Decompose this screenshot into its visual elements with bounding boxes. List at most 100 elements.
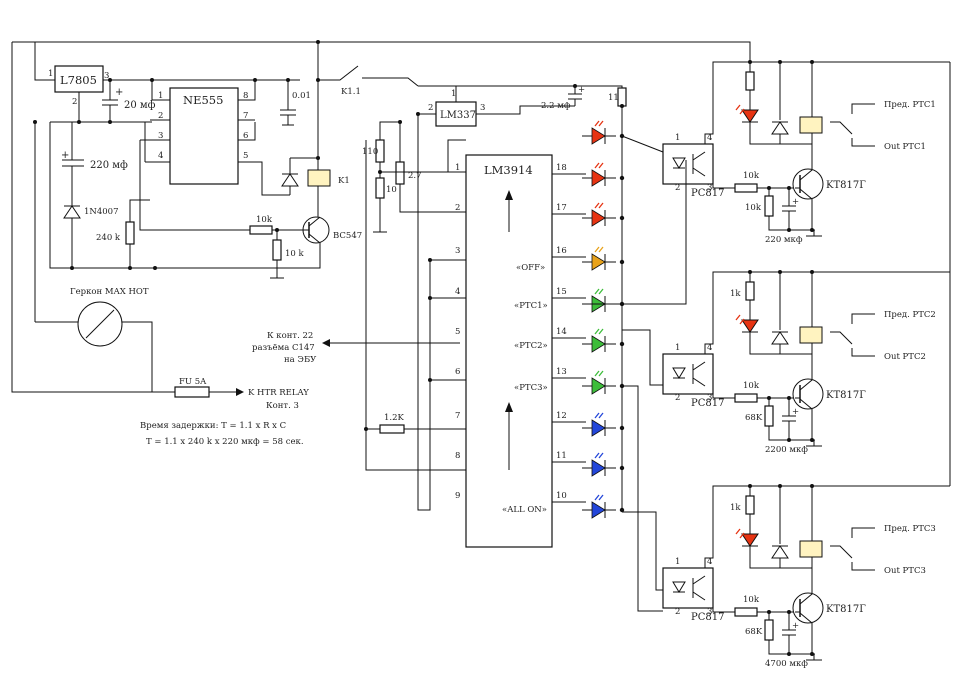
cap-plus-sign-2: + (61, 150, 69, 161)
output-label: Пред. PTC2 (884, 310, 936, 320)
cap-001-label: 0.01 (292, 91, 311, 101)
junction-dot (619, 425, 625, 431)
optocoupler (662, 567, 714, 609)
ne555-chip (169, 87, 239, 185)
junction-dot (787, 438, 791, 442)
ecu-label-3: на ЭБУ (284, 355, 317, 365)
junction-dot (364, 427, 368, 431)
junction-dot (787, 228, 791, 232)
resistor (734, 183, 758, 193)
resistor (734, 393, 758, 403)
junction-dot (620, 104, 624, 108)
lm337-label: LM337 (440, 110, 476, 121)
junction-dot (619, 259, 625, 265)
output-label: Пред. PTC1 (884, 100, 936, 110)
resistor (764, 405, 774, 427)
junction-dot (378, 170, 382, 174)
output-label: Пред. PTC3 (884, 524, 936, 534)
relay-coil (799, 326, 823, 344)
ne555-pin: 1 (158, 91, 163, 101)
lm3914-pin-left: 7 (455, 411, 460, 421)
junction-dot (108, 120, 112, 124)
junction-dot (150, 78, 154, 82)
channel-led (741, 533, 759, 547)
transistor-label: KT817Г (826, 390, 866, 401)
cap-label: 2200 мкф (765, 445, 808, 455)
junction-dot (108, 78, 112, 82)
r10-label: 10 (386, 185, 397, 195)
htr-contact-label: Конт. 3 (266, 401, 299, 411)
lm3914-pin-right: 18 (556, 163, 567, 173)
transistor-label: KT817Г (826, 180, 866, 191)
junction-dot (810, 228, 814, 232)
l7805-pin3: 3 (104, 71, 109, 81)
label-all-on: «ALL ON» (502, 505, 547, 515)
junction-dot (619, 341, 625, 347)
lm3914-pin-right: 10 (556, 491, 567, 501)
lm3914-pin-left: 1 (455, 163, 460, 173)
lm3914-label: LM3914 (484, 163, 533, 177)
l7805-label: L7805 (60, 73, 97, 87)
label-ptc3: «PTC3» (514, 383, 548, 393)
cap-plus-sign: + (792, 407, 799, 417)
ne555-pin: 4 (158, 151, 163, 161)
cap-label: 4700 мкф (765, 659, 808, 669)
output-label: Out PTC2 (884, 352, 926, 362)
resistor (764, 619, 774, 641)
junction-dot (748, 484, 752, 488)
optocoupler (662, 143, 714, 185)
opto-pin: 1 (675, 343, 680, 353)
ne555-pin: 7 (243, 111, 248, 121)
lm3914-pin-right: 17 (556, 203, 567, 213)
resistor-label: 10k (743, 595, 760, 605)
resistor-240k-label: 240 k (96, 233, 121, 243)
junction-dot (398, 120, 402, 124)
led-indicator (581, 202, 617, 227)
output-label: Out PTC1 (884, 142, 926, 152)
lm3914-pin-left: 5 (455, 327, 460, 337)
opto-pin: 3 (707, 607, 712, 617)
resistor-10k-label: 10k (256, 215, 273, 225)
junction-dot (787, 186, 791, 190)
lm3914-pin-left: 8 (455, 451, 460, 461)
l7805-pin2: 2 (72, 97, 77, 107)
lm3914-pin-right: 11 (556, 451, 567, 461)
opto-label: PC817 (691, 188, 724, 199)
transistor-label: KT817Г (826, 604, 866, 615)
junction-dot (767, 396, 771, 400)
junction-dot (748, 60, 752, 64)
lm3914-pin-right: 14 (556, 327, 567, 337)
fuse-label: FU 5A (179, 377, 207, 387)
resistor-label: 10k (745, 203, 762, 213)
l7805-regulator (54, 65, 104, 93)
opto-pin: 2 (675, 607, 680, 617)
reed-switch-label: Геркон MAX HOT (70, 287, 149, 297)
junction-dot (767, 610, 771, 614)
channel-led (741, 109, 759, 123)
led-indicator (581, 452, 617, 477)
middle-driver-section: LM337 1 2 3 + 2.2 мф 11 110 10 2.7 1.2K (362, 85, 627, 548)
channel-feed-wires (586, 62, 951, 612)
label-off: «OFF» (516, 263, 545, 273)
relay-coil (799, 540, 823, 558)
led-indicator (581, 494, 617, 519)
junction-dot (787, 652, 791, 656)
led-indicator (581, 162, 617, 187)
opto-label: PC817 (691, 398, 724, 409)
opto-label: PC817 (691, 612, 724, 623)
junction-dot (619, 215, 625, 221)
lm3914-pin-right: 12 (556, 411, 567, 421)
opto-pin: 4 (707, 343, 712, 353)
opto-pin: 1 (675, 133, 680, 143)
junction-dot (619, 175, 625, 181)
lm3914-pin-left: 9 (455, 491, 460, 501)
resistor (745, 281, 755, 301)
junction-dot (428, 296, 432, 300)
junction-dot (778, 270, 782, 274)
junction-dot (428, 258, 432, 262)
junction-dot (573, 84, 577, 88)
